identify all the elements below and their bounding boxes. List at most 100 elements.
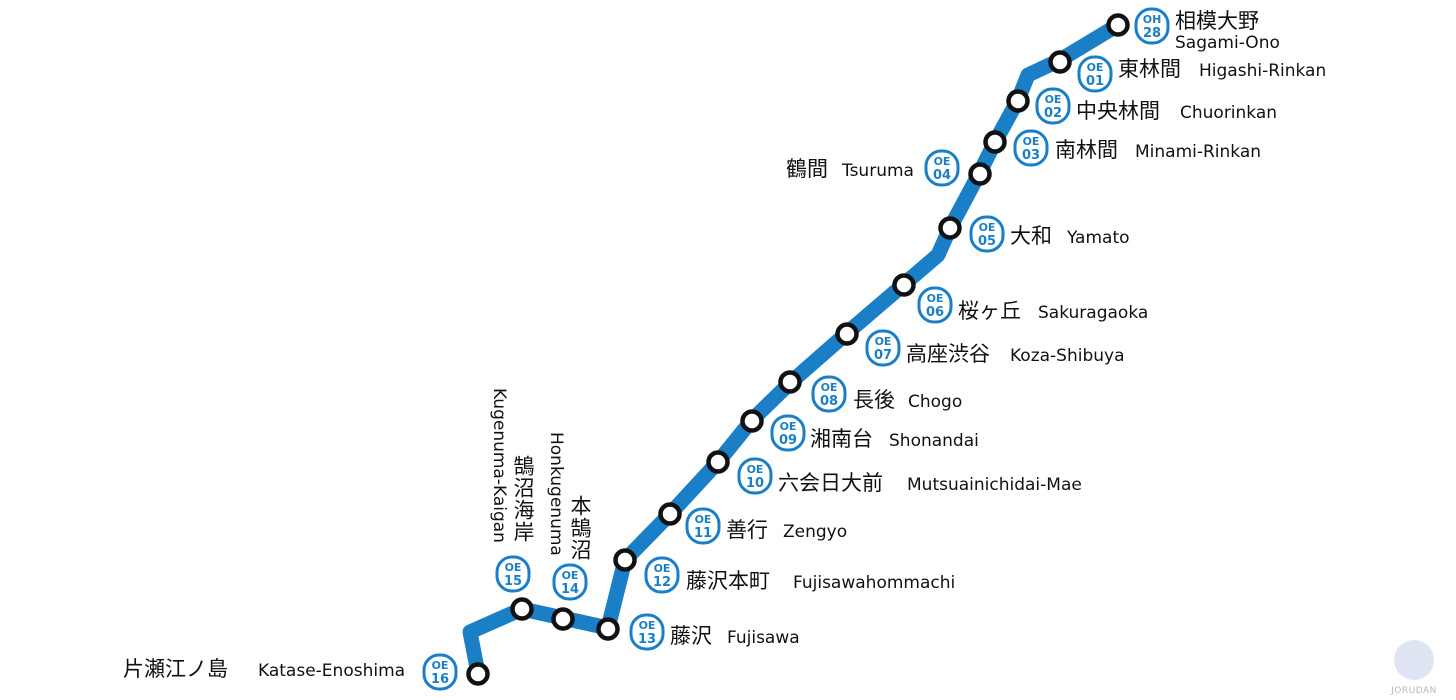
station-name-ja: 六会日大前 [778, 471, 883, 495]
station-marker[interactable] [706, 450, 730, 474]
station-line-code: OE [1023, 135, 1040, 148]
station-marker[interactable] [1106, 13, 1130, 37]
station-name-ja: 鶴間 [786, 157, 828, 181]
station-line-code: OE [780, 420, 797, 433]
station-name-en: Higashi-Rinkan [1199, 61, 1326, 81]
station-name-ja: 桜ヶ丘 [958, 299, 1021, 323]
station-marker[interactable] [938, 216, 962, 240]
station-name-ja: 中央林間 [1076, 99, 1160, 123]
station-number: 06 [926, 305, 944, 320]
station-marker[interactable] [892, 273, 916, 297]
station-number: 10 [746, 476, 764, 491]
station-number: 07 [874, 348, 892, 363]
station-name-en: Yamato [1066, 228, 1130, 248]
station-line-code: OE [432, 659, 449, 672]
station-name-en: Honkugenuma [546, 432, 566, 556]
station-marker[interactable] [1006, 89, 1030, 113]
station-line-code: OE [695, 513, 712, 526]
station-name-ja: 大和 [1010, 224, 1052, 248]
station-name-ja: 藤沢 [670, 624, 712, 648]
station-number: 15 [504, 574, 522, 589]
station-line-code: OE [654, 562, 671, 575]
station-name-ja: 鵠沼海岸 [511, 455, 535, 543]
station-number: 12 [653, 575, 671, 590]
station-marker[interactable] [551, 607, 575, 631]
station-marker[interactable] [466, 662, 490, 686]
logo-text: JORUDAN [1391, 686, 1437, 696]
station-marker[interactable] [613, 548, 637, 572]
station-line-code: OE [639, 619, 656, 632]
station-name-ja: 湘南台 [810, 427, 873, 451]
station-name-en: Sakuragaoka [1038, 303, 1148, 323]
station-name-ja: 善行 [726, 518, 768, 542]
station-line-code: OE [927, 292, 944, 305]
station-number: 04 [933, 168, 951, 183]
station-number: 08 [820, 394, 838, 409]
station-marker[interactable] [658, 502, 682, 526]
station-marker[interactable] [1048, 50, 1072, 74]
station-line-code: OE [934, 155, 951, 168]
station-marker[interactable] [596, 617, 620, 641]
logo-icon [1394, 640, 1434, 680]
station-number: 02 [1044, 106, 1062, 121]
station-name-ja: 南林間 [1055, 138, 1118, 162]
station-name-en: Fujisawahommachi [793, 573, 955, 593]
station-name-ja: 相模大野 [1175, 9, 1259, 33]
station-line-code: OE [1045, 93, 1062, 106]
station-name-en: Chuorinkan [1180, 103, 1277, 123]
station-marker[interactable] [983, 130, 1007, 154]
station-name-en: Katase-Enoshima [258, 661, 405, 681]
station-number: 05 [978, 234, 996, 249]
station-number: 09 [779, 433, 797, 448]
station-marker[interactable] [778, 370, 802, 394]
station-marker[interactable] [968, 162, 992, 186]
station-number: 14 [561, 582, 579, 597]
station-name-ja: 東林間 [1118, 57, 1181, 81]
station-name-en: Sagami-Ono [1175, 33, 1280, 53]
station-name-ja: 片瀬江ノ島 [123, 657, 228, 681]
station-marker[interactable] [740, 409, 764, 433]
station-line-code: OH [1143, 13, 1162, 26]
station-name-en: Zengyo [783, 522, 847, 542]
station-name-en: Koza-Shibuya [1010, 346, 1125, 366]
jorudan-logo: JORUDAN [1384, 638, 1444, 696]
station-marker[interactable] [835, 322, 859, 346]
station-number: 03 [1022, 148, 1040, 163]
station-line-code: OE [562, 569, 579, 582]
station-name-ja: 長後 [853, 388, 895, 412]
station-marker[interactable] [510, 597, 534, 621]
station-name-en: Mutsuainichidai-Mae [907, 475, 1082, 495]
station-line-code: OE [821, 381, 838, 394]
